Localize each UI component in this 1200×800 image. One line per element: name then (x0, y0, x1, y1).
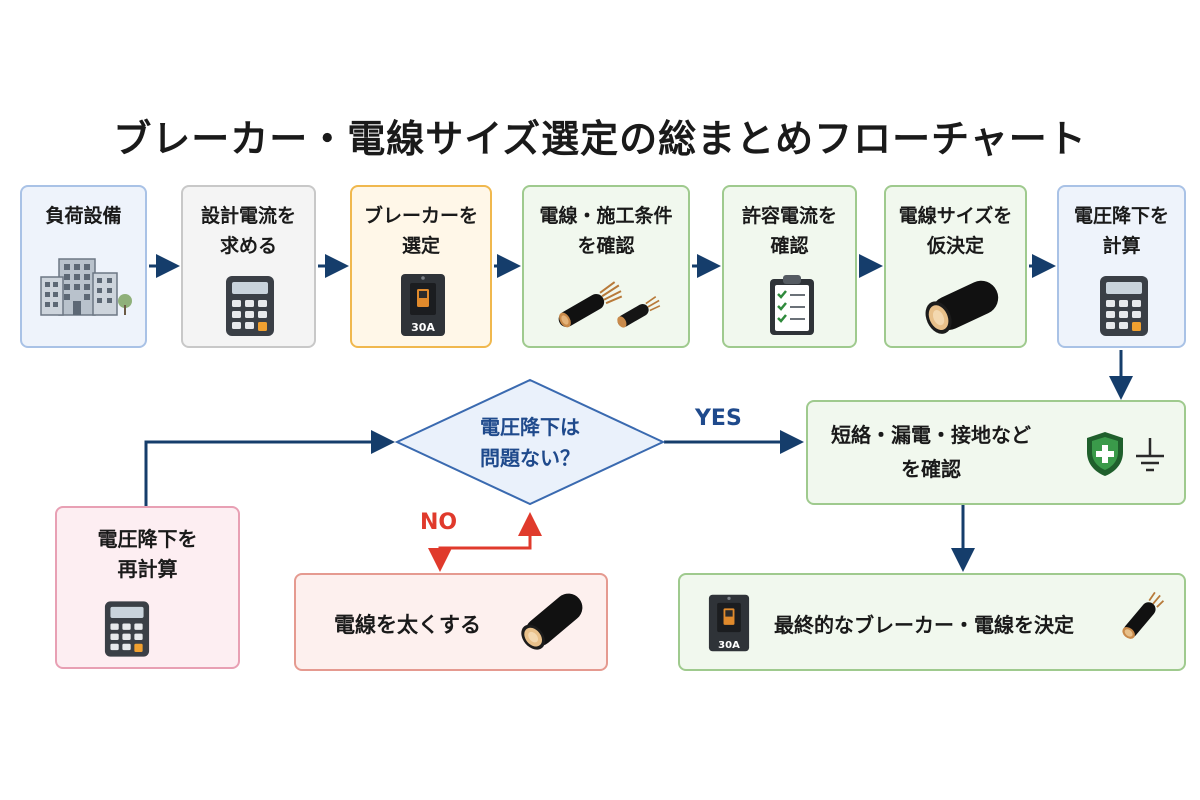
clipboard-icon (770, 275, 814, 335)
calculator-icon (226, 276, 274, 336)
step-label: ブレーカーを 選定 (363, 205, 478, 257)
cables-icon (558, 281, 661, 328)
breaker-rating-badge: 30A (411, 321, 435, 334)
calculator-icon (104, 601, 150, 657)
check-short-leak-ground-box[interactable]: 短絡・漏電・接地など を確認 (806, 400, 1186, 505)
recalc-label: 電圧降下を 再計算 (97, 527, 198, 581)
step-label: 設計電流を 求める (200, 205, 296, 257)
step-check-wire-conditions[interactable]: 電線・施工条件 を確認 (522, 185, 690, 348)
cable-end-icon (1122, 591, 1164, 639)
step-check-allowable-current[interactable]: 許容電流を 確認 (722, 185, 857, 348)
thicken-wire-box[interactable]: 電線を太くする (294, 573, 608, 671)
step-tentative-wire-size[interactable]: 電線サイズを 仮決定 (884, 185, 1027, 348)
cable-end-icon (925, 280, 999, 334)
step-label: 電線サイズを 仮決定 (898, 205, 1013, 257)
arrow-recalc-to-decision (144, 430, 395, 506)
step-calc-voltage-drop[interactable]: 電圧降下を 計算 (1057, 185, 1186, 348)
page-title: ブレーカー・電線サイズ選定の総まとめフローチャート (113, 117, 1087, 161)
no-label: NO (420, 510, 458, 535)
step-select-breaker[interactable]: ブレーカーを 選定 30A (350, 185, 492, 348)
recalc-voltage-drop-box[interactable]: 電圧降下を 再計算 (55, 506, 240, 669)
calculator-icon (1100, 276, 1148, 336)
final-label: 最終的なブレーカー・電線を決定 (774, 613, 1074, 637)
step-label: 電圧降下を 計算 (1073, 205, 1169, 257)
step-label: 許容電流を 確認 (741, 205, 837, 257)
breaker-rating-badge: 30A (718, 640, 740, 651)
thicken-label: 電線を太くする (334, 613, 481, 637)
yes-label: YES (695, 406, 742, 431)
step-load-equipment[interactable]: 負荷設備 (20, 185, 147, 348)
building-icon (40, 258, 132, 316)
breaker-icon (401, 274, 445, 336)
step-label: 負荷設備 (45, 205, 122, 227)
ground-symbol-icon (1136, 438, 1164, 472)
decision-label: 電圧降下は 問題ない？ (480, 415, 580, 470)
step-label: 電線・施工条件 を確認 (539, 205, 673, 257)
shield-plus-icon (1087, 432, 1123, 476)
step-design-current[interactable]: 設計電流を 求める (181, 185, 316, 348)
breaker-icon (708, 594, 750, 652)
final-decision-box[interactable]: 30A 最終的なブレーカー・電線を決定 (678, 573, 1186, 671)
check-label: 短絡・漏電・接地など を確認 (831, 423, 1031, 481)
cable-end-icon (521, 593, 583, 650)
